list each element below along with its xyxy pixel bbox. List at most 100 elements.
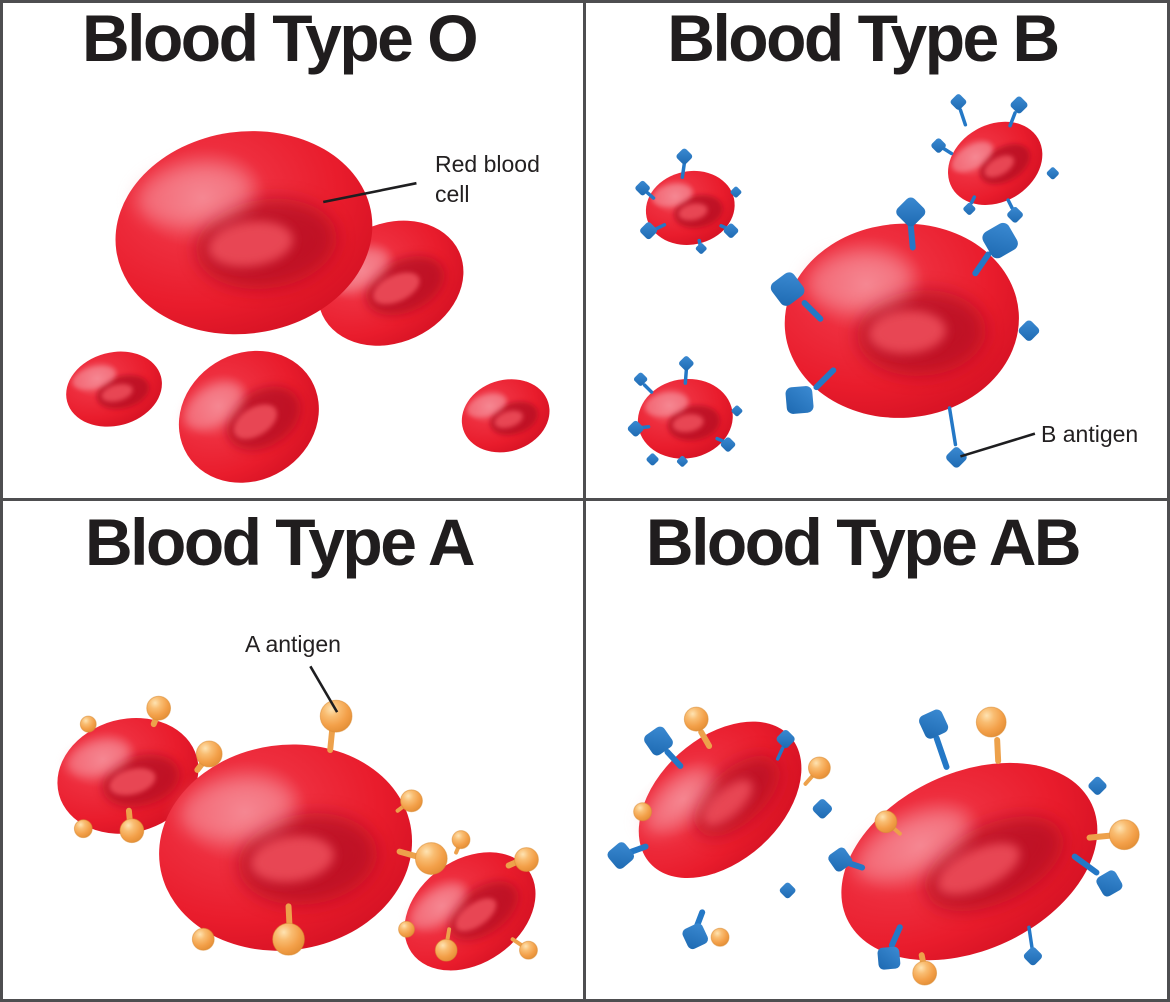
- a-antigen-icon: [398, 920, 415, 938]
- antigen-stalk: [694, 909, 706, 929]
- antigen-stalk: [947, 406, 958, 447]
- b-antigen-icon: [812, 799, 833, 819]
- b-antigen-icon: [676, 455, 688, 467]
- a-antigen-icon: [710, 927, 730, 947]
- a-antigen-icon: [319, 699, 353, 733]
- antigen-stalk: [972, 251, 992, 277]
- a-antigen-icon: [434, 938, 458, 962]
- blood-type-b-illustration: [627, 94, 1059, 468]
- b-antigen-icon: [770, 272, 805, 306]
- red-blood-cell: [638, 721, 802, 878]
- red-blood-cell: [784, 223, 1019, 418]
- b-antigen-icon: [676, 148, 693, 165]
- b-antigen-icon: [776, 729, 795, 749]
- b-antigen-icon: [946, 447, 967, 468]
- b-antigen-icon: [931, 138, 946, 153]
- antigen-stalk: [683, 368, 689, 385]
- panel-blood-type-b: Blood Type B B antigen: [586, 3, 1167, 501]
- a-antigen-icon: [195, 740, 223, 768]
- b-antigen-icon: [1023, 947, 1042, 966]
- red-blood-cell: [645, 170, 735, 245]
- a-antigen-icon: [451, 830, 471, 850]
- b-antigen-icon: [695, 243, 707, 254]
- antigen-stalk: [642, 383, 654, 394]
- red-blood-cell: [66, 351, 162, 427]
- red-blood-cell: [115, 131, 373, 335]
- panel-blood-type-ab: Blood Type AB: [586, 501, 1167, 999]
- a-antigen-icon: [146, 695, 172, 721]
- antigen-stalk: [1086, 832, 1114, 841]
- b-antigen-icon: [731, 405, 743, 417]
- antigen-stalk: [969, 195, 977, 205]
- antigen-stalk: [1027, 925, 1034, 949]
- panel-title-blood-type-ab: Blood Type AB: [645, 505, 1082, 579]
- a-antigen-icon: [683, 706, 709, 732]
- antigen-stalk: [628, 843, 649, 855]
- label-red-blood-cell: Red blood cell: [435, 151, 540, 208]
- b-antigen-icon: [1096, 870, 1123, 897]
- panel-blood-type-o: Blood Type O Red blood cell: [3, 3, 586, 501]
- antigen-stalk: [958, 108, 968, 127]
- a-antigen-icon: [519, 940, 538, 960]
- antigen-stalk: [664, 749, 684, 769]
- b-antigen-icon: [1046, 167, 1059, 180]
- a-antigen-icon: [975, 706, 1007, 738]
- antigen-stalk: [888, 924, 903, 949]
- panel-title-blood-type-a: Blood Type A: [85, 505, 475, 579]
- antigen-stalk: [801, 299, 824, 322]
- b-antigen-icon: [896, 197, 926, 227]
- red-blood-cell: [461, 379, 550, 453]
- antigen-stalk: [933, 735, 950, 770]
- b-antigen-icon: [646, 453, 659, 466]
- b-antigen-icon: [919, 709, 949, 739]
- red-blood-cell: [948, 121, 1043, 205]
- antigen-stalk: [994, 737, 1002, 764]
- antigen-stalk: [698, 729, 713, 750]
- b-antigen-icon: [779, 882, 796, 899]
- label-pointer-line: [309, 665, 339, 713]
- a-antigen-icon: [633, 802, 653, 822]
- a-antigen-icon: [414, 842, 448, 875]
- a-antigen-icon: [272, 922, 305, 956]
- b-antigen-icon: [635, 180, 650, 196]
- antigen-stalk: [644, 190, 656, 200]
- b-antigen-icon: [627, 420, 644, 437]
- antigen-stalk: [396, 848, 421, 860]
- a-antigen-icon: [514, 847, 539, 873]
- a-antigen-icon: [191, 927, 215, 951]
- b-antigen-icon: [640, 222, 658, 240]
- antigen-stalk: [907, 222, 916, 251]
- antigen-stalk: [680, 161, 687, 179]
- b-antigen-icon: [723, 223, 739, 238]
- red-blood-cell: [178, 350, 319, 483]
- antigen-stalk: [803, 773, 815, 786]
- antigen-stalk: [1006, 198, 1014, 210]
- antigen-stalk: [941, 146, 954, 156]
- antigen-stalk: [775, 746, 785, 761]
- antigen-stalk: [1071, 853, 1100, 876]
- a-antigen-icon: [1108, 819, 1140, 851]
- antigen-stalk: [510, 937, 524, 948]
- b-antigen-icon: [1007, 207, 1023, 223]
- panel-title-blood-type-b: Blood Type B: [667, 3, 1060, 75]
- b-antigen-icon: [950, 94, 967, 110]
- b-antigen-icon: [982, 222, 1018, 259]
- b-antigen-icon: [720, 437, 736, 452]
- b-antigen-icon: [682, 923, 709, 950]
- b-antigen-icon: [607, 842, 635, 869]
- blood-type-a-illustration: [57, 665, 539, 971]
- label-pointer-line: [960, 432, 1036, 458]
- b-antigen-icon: [877, 946, 901, 970]
- b-antigen-icon: [679, 356, 694, 371]
- red-blood-cell: [841, 762, 1098, 961]
- b-antigen-icon: [963, 202, 976, 215]
- b-antigen-icon: [785, 386, 814, 414]
- a-antigen-icon: [73, 819, 93, 839]
- blood-type-ab-illustration: [607, 706, 1140, 986]
- b-antigen-icon: [633, 372, 648, 386]
- antigen-stalk: [813, 367, 837, 391]
- a-antigen-icon: [79, 715, 97, 733]
- b-antigen-icon: [1018, 320, 1040, 341]
- b-antigen-icon: [644, 726, 673, 756]
